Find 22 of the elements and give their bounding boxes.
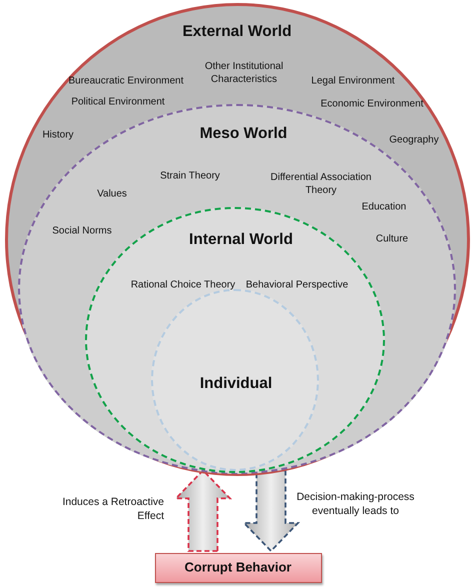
factor-label: Strain Theory — [160, 170, 220, 182]
factor-label: Geography — [389, 134, 439, 146]
factor-label: Other Institutional Characteristics — [204, 60, 284, 86]
factor-label: Behavioral Perspective — [246, 278, 348, 292]
circle-title: Internal World — [189, 230, 293, 250]
factor-label: Rational Choice Theory — [130, 278, 236, 292]
factor-label: Economic Environment — [320, 98, 424, 110]
factor-label: Political Environment — [71, 96, 165, 108]
factor-label: Education — [362, 200, 406, 214]
circle-title: External World — [182, 22, 292, 42]
box-label: Corrupt Behavior — [184, 560, 292, 576]
factor-label: Values — [97, 188, 127, 200]
circle-title: Meso World — [200, 123, 288, 144]
factor-label: Culture — [376, 232, 408, 246]
factor-label: Differential Association Theory — [270, 171, 372, 197]
factor-label: Legal Environment — [311, 74, 395, 88]
factor-label: History — [42, 128, 74, 142]
factor-label: Social Norms — [52, 224, 112, 238]
process-box — [155, 553, 322, 583]
circle-title: Individual — [200, 374, 272, 394]
factor-label: Bureaucratic Environment — [68, 74, 184, 88]
block-arrow — [242, 470, 300, 552]
